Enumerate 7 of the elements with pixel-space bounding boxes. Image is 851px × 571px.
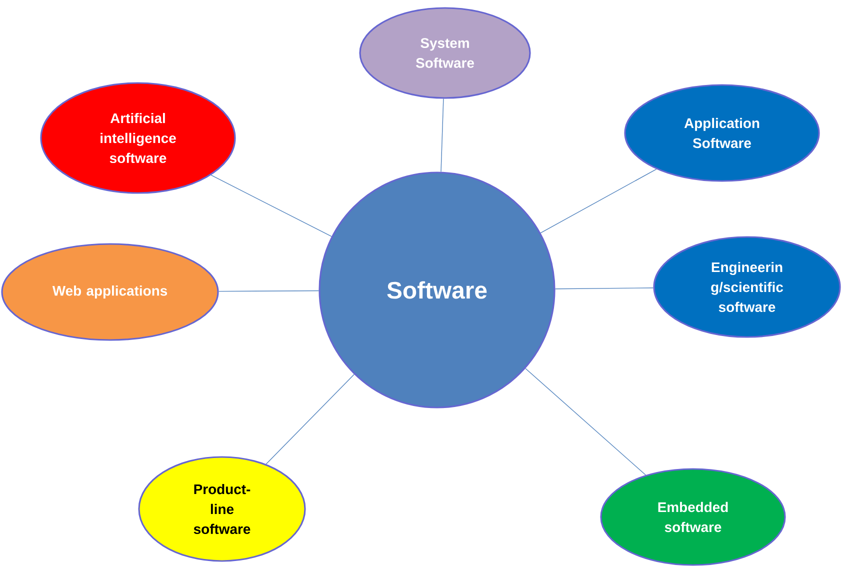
connector-line (266, 374, 354, 464)
connector-line (218, 290, 320, 292)
connector-line (210, 174, 332, 237)
connector-line (554, 288, 654, 290)
connector-line (525, 368, 646, 476)
connector-line (540, 168, 657, 234)
connector-line (440, 98, 444, 172)
